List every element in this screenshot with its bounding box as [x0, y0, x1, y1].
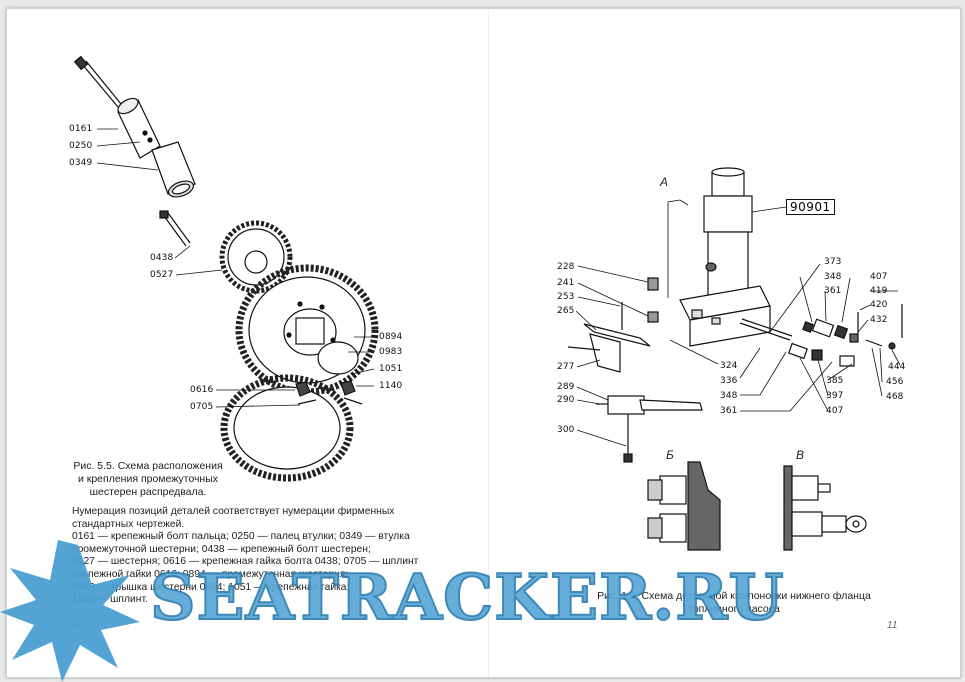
part-label-0983: 0983: [379, 347, 403, 357]
part-label-0349: 0349: [69, 158, 93, 168]
view-label-b: Б: [666, 448, 674, 462]
part-label-468: 468: [886, 392, 904, 402]
part-label-277: 277: [557, 362, 575, 372]
watermark-text: SEATRACKER.RU: [149, 559, 785, 635]
view-label-a: А: [660, 175, 669, 189]
part-label-456: 456: [886, 377, 904, 387]
part-label-444: 444: [888, 362, 906, 372]
part-number-box-90901: 90901: [786, 199, 835, 215]
part-label-0527: 0527: [150, 270, 174, 280]
part-label-419: 419: [870, 286, 888, 296]
part-label-348-lower: 348: [720, 391, 738, 401]
part-label-1051: 1051: [379, 364, 403, 374]
part-label-265: 265: [557, 306, 575, 316]
right-figure-caption: Рис. 1.4. Схема детальной компоновки ниж…: [597, 590, 871, 615]
part-label-0705: 0705: [190, 402, 214, 412]
part-label-253: 253: [557, 292, 575, 302]
part-label-290: 290: [557, 395, 575, 405]
part-label-241: 241: [557, 278, 575, 288]
view-label-v: В: [796, 448, 805, 462]
page-gutter: [488, 9, 489, 677]
part-label-0894: 0894: [379, 332, 403, 342]
part-label-300: 300: [557, 425, 575, 435]
part-label-407-lower: 407: [826, 406, 844, 416]
part-label-336: 336: [720, 376, 738, 386]
part-label-432: 432: [870, 315, 888, 325]
part-label-397: 397: [826, 391, 844, 401]
part-label-420: 420: [870, 300, 888, 310]
part-label-361-lower: 361: [720, 406, 738, 416]
part-label-324: 324: [720, 361, 738, 371]
left-page-number: 102: [70, 620, 87, 631]
left-figure-caption: Рис. 5.5. Схема расположения и крепления…: [73, 460, 223, 498]
part-label-1140: 1140: [379, 381, 403, 391]
part-label-289: 289: [557, 382, 575, 392]
part-label-0250: 0250: [69, 141, 93, 151]
part-label-407-upper: 407: [870, 272, 888, 282]
part-label-0161: 0161: [69, 124, 93, 134]
right-page-number: 11: [887, 620, 898, 631]
part-label-361-upper: 361: [824, 286, 842, 296]
part-label-0616: 0616: [190, 385, 214, 395]
part-label-373: 373: [824, 257, 842, 267]
part-label-228: 228: [557, 262, 575, 272]
part-label-385: 385: [826, 376, 844, 386]
part-label-348-upper: 348: [824, 272, 842, 282]
book-spread: [6, 8, 961, 678]
part-label-0438: 0438: [150, 253, 174, 263]
